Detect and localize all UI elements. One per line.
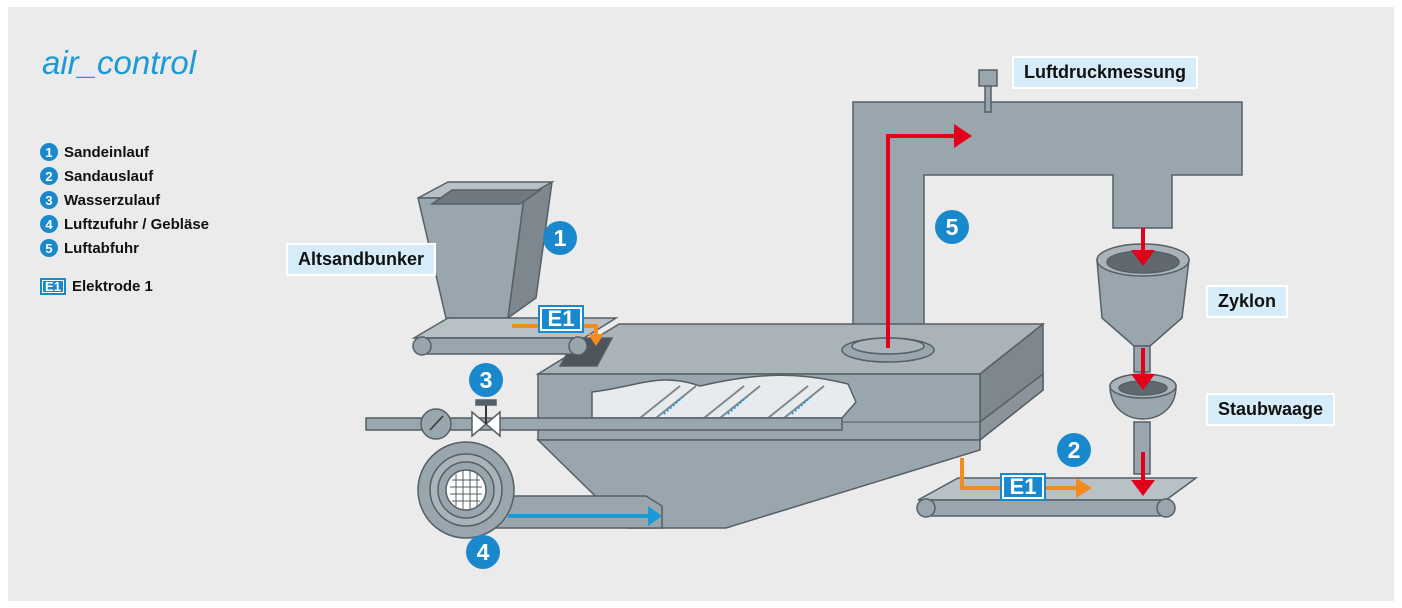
electrode-tag-inlet: E1 — [538, 305, 584, 333]
label-staubwaage: Staubwaage — [1206, 393, 1336, 426]
legend-label: Elektrode 1 — [72, 277, 153, 295]
electrode-badge: E1 — [40, 277, 66, 295]
sand-out-arrow — [960, 458, 1078, 490]
water-inlet-pipe — [365, 399, 843, 440]
legend-item-4: 4 Luftzufuhr / Gebläse — [40, 212, 209, 236]
label-zyklon: Zyklon — [1206, 285, 1289, 318]
product-title: air_control — [42, 44, 197, 81]
legend-item-2: 2 Sandauslauf — [40, 164, 209, 188]
label-luftdruckmessung: Luftdruckmessung — [1012, 56, 1199, 89]
legend-label: Sandauslauf — [64, 167, 154, 185]
air-out-arrowheads — [954, 124, 1155, 496]
legend-label: Sandeinlauf — [64, 143, 150, 161]
legend-label: Luftzufuhr / Gebläse — [64, 215, 210, 233]
exhaust-duct — [852, 101, 1243, 349]
blower — [417, 441, 663, 539]
marker-5: 5 — [935, 210, 969, 244]
legend-item-3: 3 Wasserzulauf — [40, 188, 209, 212]
number-marker: 5 — [40, 239, 58, 257]
marker-3: 3 — [469, 363, 503, 397]
inlet-conveyor — [411, 317, 619, 356]
dust-scale — [1109, 373, 1177, 475]
legend: 1 Sandeinlauf 2 Sandauslauf 3 Wasserzula… — [40, 140, 209, 298]
marker-1: 1 — [543, 221, 577, 255]
electrode-tag-outlet: E1 — [1000, 473, 1046, 501]
legend-label: Wasserzulauf — [64, 191, 161, 209]
pressure-sensor-icon — [978, 69, 998, 113]
mixing-chamber — [535, 322, 1046, 529]
number-marker: 1 — [40, 143, 58, 161]
legend-item-electrode: E1 Elektrode 1 — [40, 274, 209, 298]
marker-2: 2 — [1057, 433, 1091, 467]
outlet-conveyor — [916, 477, 1199, 518]
marker-4: 4 — [466, 535, 500, 569]
number-marker: 3 — [40, 191, 58, 209]
air-out-arrows — [886, 134, 1145, 482]
label-altsandbunker: Altsandbunker — [286, 243, 437, 276]
number-marker: 4 — [40, 215, 58, 233]
sand-bunker — [417, 180, 555, 320]
legend-label: Luftabfuhr — [64, 239, 139, 257]
legend-item-1: 1 Sandeinlauf — [40, 140, 209, 164]
legend-item-5: 5 Luftabfuhr — [40, 236, 209, 260]
number-marker: 2 — [40, 167, 58, 185]
